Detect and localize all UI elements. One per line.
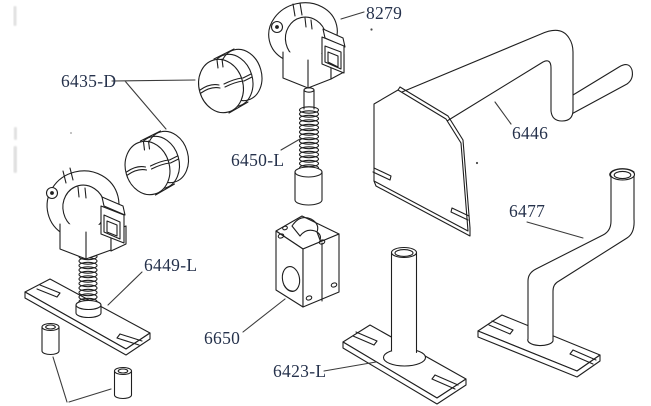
scan-artifacts <box>13 6 17 173</box>
plate-slot <box>450 207 470 221</box>
leader-6477 <box>526 221 584 239</box>
leader-6446 <box>494 101 512 125</box>
part-6650 <box>275 215 340 308</box>
saddle-cutout <box>291 217 321 241</box>
clamp-split <box>62 167 87 199</box>
part-6450-L <box>294 87 323 206</box>
part-label-6446: 6446 <box>512 123 549 143</box>
part-6449-L <box>24 167 151 356</box>
leader-spacers <box>52 356 112 403</box>
part-6477 <box>477 168 636 378</box>
bent-tube <box>401 29 574 122</box>
spacer-bushings <box>41 322 133 400</box>
plate-slot <box>352 331 378 346</box>
plate-slot <box>116 333 143 346</box>
part-6423-L <box>342 246 467 405</box>
part-label-6423-L: 6423-L <box>273 361 327 381</box>
part-label-6435-D: 6435-D <box>61 71 117 91</box>
leader-6650 <box>242 298 286 333</box>
part-label-6650: 6650 <box>204 328 241 348</box>
plate-slot <box>569 349 597 365</box>
callout-leaders <box>52 11 584 403</box>
leader-6423-L <box>323 361 377 372</box>
leader-6449-L <box>107 271 143 306</box>
plate-slot <box>488 320 514 335</box>
leader-6435-D <box>111 79 196 130</box>
stud-tip <box>303 87 315 93</box>
bent-tube <box>527 168 635 347</box>
post-tube <box>390 251 418 354</box>
collar-upper <box>191 43 269 119</box>
plate-slot <box>36 284 61 298</box>
plate-slot <box>431 374 459 390</box>
part-label-6477: 6477 <box>509 201 546 221</box>
latch <box>101 196 126 216</box>
part-6435-D <box>118 43 269 201</box>
threaded-shaft <box>298 106 320 172</box>
part-6446 <box>372 29 633 237</box>
tube-stub <box>565 64 633 118</box>
collar-lower <box>118 125 195 201</box>
print-dots <box>70 28 479 165</box>
part-label-8279: 8279 <box>366 3 403 23</box>
part-label-6450-L: 6450-L <box>231 150 285 170</box>
part-label-6449-L: 6449-L <box>144 255 198 275</box>
leader-6450-L <box>280 138 301 151</box>
leader-8279 <box>340 11 365 20</box>
lock-nut <box>75 299 102 311</box>
part-8279 <box>268 2 346 89</box>
clamp-split <box>292 2 313 30</box>
plate-slot <box>372 167 392 181</box>
latch <box>322 28 346 48</box>
stud-base <box>294 166 323 178</box>
